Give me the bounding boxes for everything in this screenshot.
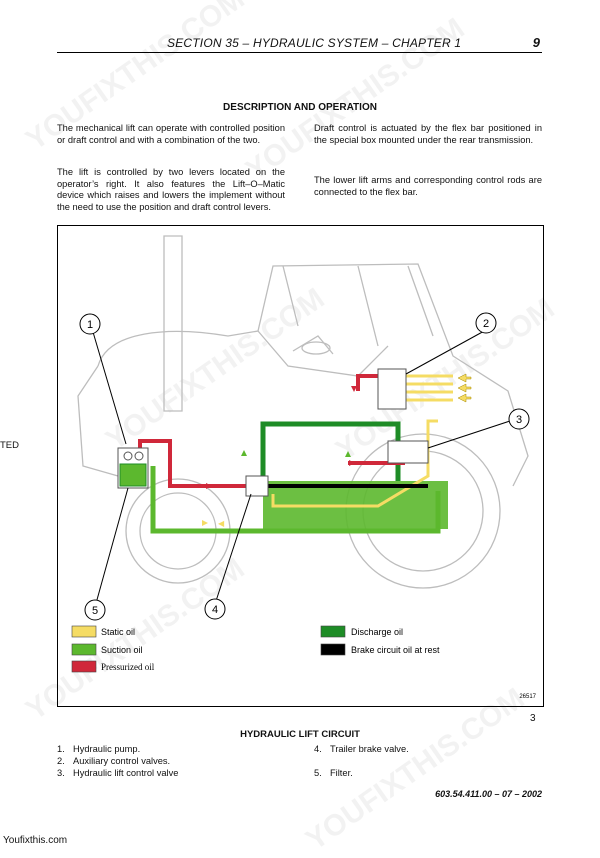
page-title: DESCRIPTION AND OPERATION <box>223 102 377 113</box>
legend-brake-label: Brake circuit oil at rest <box>351 645 440 655</box>
svg-text:4: 4 <box>212 604 218 616</box>
document-reference: 603.54.411.00 – 07 – 2002 <box>435 789 542 799</box>
pressurized-oil-lines <box>138 374 405 488</box>
auxiliary-control-valves <box>377 368 407 410</box>
diagram-legend: Static oil Suction oil Pressurized oil D… <box>71 625 440 673</box>
list-item: 1.Hydraulic pump. <box>57 744 141 754</box>
tractor-outline <box>77 235 529 589</box>
paragraph-lift-modes: The mechanical lift can operate with con… <box>57 123 285 145</box>
legend-swatch-brake <box>320 643 346 656</box>
diagram-ref-code: 26517 <box>519 694 536 700</box>
legend-static-label: Static oil <box>101 627 135 637</box>
svg-text:3: 3 <box>516 414 522 426</box>
svg-text:2: 2 <box>483 318 489 330</box>
lift-control-valve <box>387 440 429 464</box>
component-list-right: 4.Trailer brake valve. 5.Filter. <box>314 743 409 779</box>
hydraulic-circuit-diagram: Static oil Suction oil Pressurized oil D… <box>57 225 544 707</box>
paragraph-lift-arms: The lower lift arms and corresponding co… <box>314 175 542 197</box>
svg-text:5: 5 <box>92 605 98 617</box>
list-item: 2.Auxiliary control valves. <box>57 756 171 766</box>
component-list-left: 1.Hydraulic pump. 2.Auxiliary control va… <box>57 743 178 779</box>
legend-discharge-label: Discharge oil <box>351 627 403 637</box>
page-header: SECTION 35 – HYDRAULIC SYSTEM – CHAPTER … <box>57 34 542 53</box>
svg-text:1: 1 <box>87 319 93 331</box>
callout-1: 1 <box>79 313 101 335</box>
legend-suction-label: Suction oil <box>101 645 143 655</box>
callout-2: 2 <box>475 312 497 334</box>
static-oil-lines <box>271 374 453 508</box>
legend-swatch-pressurized <box>71 660 97 673</box>
legend-swatch-suction <box>71 643 97 656</box>
callout-4: 4 <box>204 598 226 620</box>
legend-swatch-static <box>71 625 97 638</box>
svg-text:◀: ◀ <box>218 519 225 528</box>
list-item: 3.Hydraulic lift control valve <box>57 768 179 778</box>
page-number: 9 <box>532 35 540 50</box>
legend-swatch-discharge <box>320 625 346 638</box>
paragraph-draft-control: Draft control is actuated by the flex ba… <box>314 123 542 145</box>
list-item: 4.Trailer brake valve. <box>314 744 409 754</box>
figure-caption: HYDRAULIC LIFT CIRCUIT <box>240 729 360 740</box>
list-item: 5.Filter. <box>314 768 353 778</box>
callout-leaders <box>92 329 517 608</box>
legend-pressurized-label: Pressurized oil <box>101 662 155 672</box>
paragraph-lift-controls: The lift is controlled by two levers loc… <box>57 167 285 212</box>
side-text-fragment: TED <box>0 440 19 451</box>
callout-3: 3 <box>508 408 530 430</box>
callout-5: 5 <box>84 599 106 621</box>
footer-site: Youfixthis.com <box>3 835 68 846</box>
section-title: SECTION 35 – HYDRAULIC SYSTEM – CHAPTER … <box>167 36 462 50</box>
trailer-brake-valve <box>245 475 269 497</box>
figure-number: 3 <box>530 713 536 724</box>
